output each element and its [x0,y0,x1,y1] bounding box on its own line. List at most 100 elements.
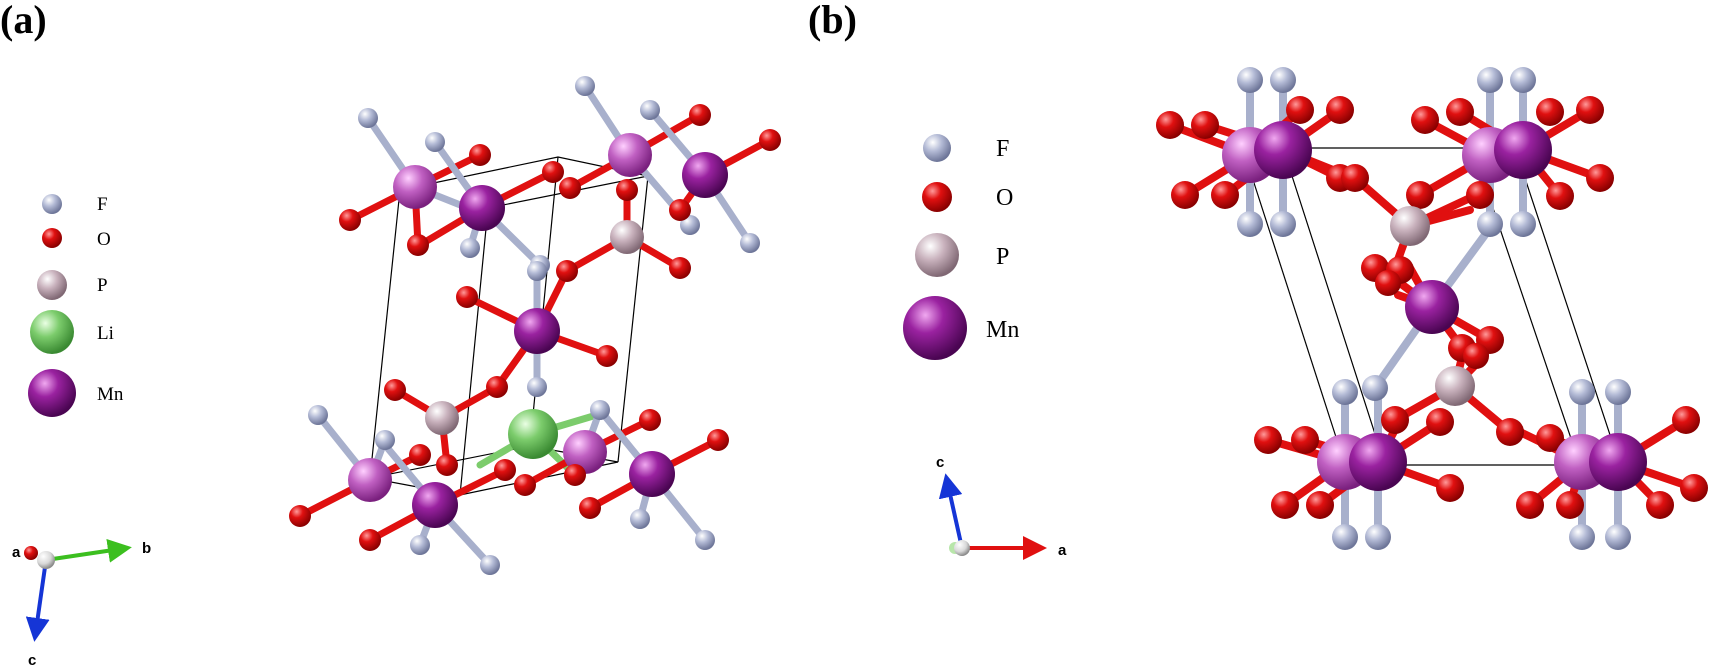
a-axis-label: a [1058,542,1067,559]
oxygen-atom [1211,181,1239,209]
fluorine-atom [1237,211,1263,237]
oxygen-atom [1411,106,1439,134]
fluorine-atom-icon [923,134,951,162]
a-axis-arrow [24,546,38,560]
legend-b-label-o: O [996,185,1013,211]
fluorine-atom-icon [42,194,62,214]
oxygen-atom [1436,474,1464,502]
oxygen-atom [1466,181,1494,209]
legend-a-label-o: O [97,229,111,250]
oxygen-atom [1536,424,1564,452]
oxygen-atom [384,379,406,401]
axes-origin [37,551,55,569]
manganese-atom-icon [903,296,967,360]
fluorine-atom [1510,211,1536,237]
b-axis-label: b [142,540,151,557]
manganese-atom [348,458,392,502]
fluorine-atom [480,555,500,575]
oxygen-atom-icon [922,182,952,212]
legend-a: F O P Li Mn [28,194,124,417]
crystal-structure-a [289,76,781,575]
fluorine-atom [358,108,378,128]
manganese-atom [629,451,675,497]
crystal-structure-b [1156,67,1708,550]
oxygen-atom [689,104,711,126]
legend-b-item-f: F [923,134,1009,162]
oxygen-atom [1341,164,1369,192]
fluorine-atom [1605,379,1631,405]
manganese-atom [608,133,652,177]
fluorine-atom [590,400,610,420]
oxygen-atom [407,234,429,256]
fluorine-atom [1270,67,1296,93]
legend-b: F O P Mn [903,134,1019,360]
manganese-atom [1254,121,1312,179]
manganese-atom [682,152,728,198]
fluorine-atom [740,233,760,253]
fluorine-atom [1332,524,1358,550]
c-axis-arrow [938,473,964,549]
oxygen-atom [1381,406,1409,434]
oxygen-atom [436,454,458,476]
oxygen-atom [1291,426,1319,454]
legend-a-item-p: P [37,270,108,300]
phosphorus-atom-icon [37,270,67,300]
legend-a-label-f: F [97,194,108,215]
manganese-atom [412,482,458,528]
oxygen-atom [1286,96,1314,124]
oxygen-atom [1156,111,1184,139]
manganese-atom [393,165,437,209]
legend-a-item-o: O [42,228,111,250]
oxygen-atom [469,144,491,166]
c-axis-label: c [28,652,36,669]
fluorine-atom [630,509,650,529]
legend-a-item-li: Li [30,310,114,354]
legend-b-label-p: P [996,244,1009,270]
phosphorus-atom [1390,206,1430,246]
panel-label-b: (b) [808,0,857,42]
oxygen-atom [289,505,311,527]
manganese-atom [1349,433,1407,491]
oxygen-atom [579,497,601,519]
oxygen-atom [1306,491,1334,519]
oxygen-atom [1326,96,1354,124]
oxygen-atom [759,129,781,151]
phosphorus-atom [425,401,459,435]
atoms-b [1156,67,1708,550]
fluorine-atom [695,530,715,550]
manganese-atom [1494,121,1552,179]
fluorine-atom [527,261,547,281]
oxygen-atom [1536,98,1564,126]
fluorine-atom [527,377,547,397]
phosphorus-atom-icon [915,233,959,277]
oxygen-atom [669,199,691,221]
fluorine-atom [575,76,595,96]
legend-b-item-p: P [915,233,1009,277]
oxygen-atom [486,376,508,398]
b-axis-arrow [45,538,132,563]
fluorine-atom [1477,67,1503,93]
fluorine-atom [680,215,700,235]
fluorine-atom [1365,524,1391,550]
oxygen-atom [639,409,661,431]
oxygen-atom [669,257,691,279]
panel-label-a: (a) [0,0,47,42]
phosphorus-atom [1435,366,1475,406]
manganese-atom [459,185,505,231]
oxygen-atom [1672,406,1700,434]
oxygen-atom [1463,343,1489,369]
oxygen-atom [1646,491,1674,519]
oxygen-atom [409,444,431,466]
oxygen-atom [559,177,581,199]
fluorine-atom [640,100,660,120]
a-axis-label: a [12,544,21,561]
atoms-a [289,76,781,575]
oxygen-atom [542,161,564,183]
legend-a-item-mn: Mn [28,369,124,417]
lithium-atom [508,409,558,459]
axes-origin [954,540,970,556]
oxygen-atom [1446,98,1474,126]
fluorine-atom [460,238,480,258]
fluorine-atom [1569,379,1595,405]
oxygen-atom [339,209,361,231]
